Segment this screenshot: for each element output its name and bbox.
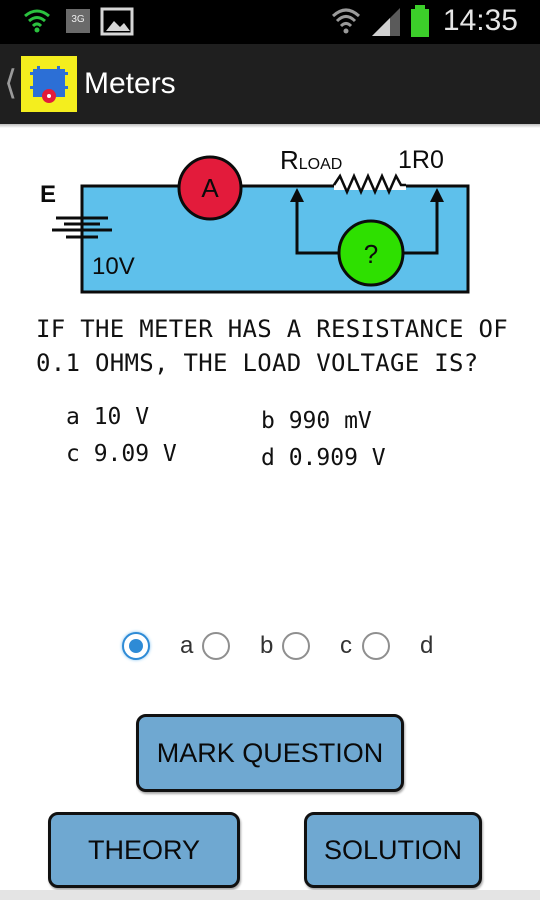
radio-label: c: [340, 632, 352, 659]
arrow-up-icon: [290, 188, 304, 202]
meter-lead-right: [403, 194, 439, 255]
arrow-up-icon: [430, 188, 444, 202]
clock: 14:35: [442, 4, 518, 37]
radio-label: d: [420, 632, 434, 659]
load-resistor: [332, 172, 406, 196]
radio-label: a: [180, 632, 194, 659]
question-line: 0.1 OHMS, THE LOAD VOLTAGE IS?: [36, 349, 479, 377]
svg-text:RLOAD: RLOAD: [280, 145, 342, 175]
action-bar-shadow: [0, 124, 540, 128]
question-line: IF THE METER HAS A RESISTANCE OF: [36, 315, 508, 343]
load-value: 1R0: [398, 146, 444, 174]
data-3g-icon: 3G: [66, 9, 90, 33]
status-bar: 3G 14:35: [0, 0, 540, 44]
radio-button[interactable]: [362, 632, 390, 660]
page-title: Meters: [84, 67, 176, 100]
app-circuit-icon[interactable]: [21, 56, 77, 112]
option-d: d 0.909 V: [261, 445, 386, 471]
load-label: R: [280, 145, 299, 175]
bottom-strip: [0, 890, 540, 900]
source-value: 10V: [92, 253, 135, 280]
wifi-icon: [24, 9, 50, 33]
meter-lead-left: [295, 194, 339, 255]
option-b: b 990 mV: [261, 408, 372, 434]
option-a: a 10 V: [66, 404, 150, 430]
wifi-signal-icon: [331, 8, 361, 34]
battery-icon: [411, 5, 429, 37]
mark-question-button[interactable]: MARK QUESTION: [136, 714, 404, 792]
image-icon: [100, 7, 134, 36]
network-label: 3G: [71, 14, 85, 25]
circuit-diagram: E 10V A RLOAD 1R0 ?: [40, 145, 470, 294]
circuit-board: [80, 184, 470, 294]
action-bar: ⟨ Meters: [0, 44, 540, 124]
ammeter: [177, 155, 243, 221]
radio-button[interactable]: [282, 632, 310, 660]
radio-button[interactable]: [202, 632, 230, 660]
answer-radio-group: a b c d: [118, 626, 448, 670]
option-c: c 9.09 V: [66, 441, 177, 467]
theory-button[interactable]: THEORY: [48, 812, 240, 888]
radio-label: b: [260, 632, 274, 659]
chevron-left-icon[interactable]: ⟨: [4, 64, 18, 102]
source-label: E: [40, 181, 56, 208]
meter-label: ?: [364, 239, 378, 269]
solution-button[interactable]: SOLUTION: [304, 812, 482, 888]
question-text: IF THE METER HAS A RESISTANCE OF 0.1 OHM…: [36, 312, 526, 380]
unknown-meter: [337, 219, 405, 287]
radio-button-checked[interactable]: [122, 632, 150, 660]
cell-signal-icon: [372, 8, 400, 36]
load-label-sub: LOAD: [299, 156, 343, 173]
ammeter-label: A: [201, 173, 219, 203]
